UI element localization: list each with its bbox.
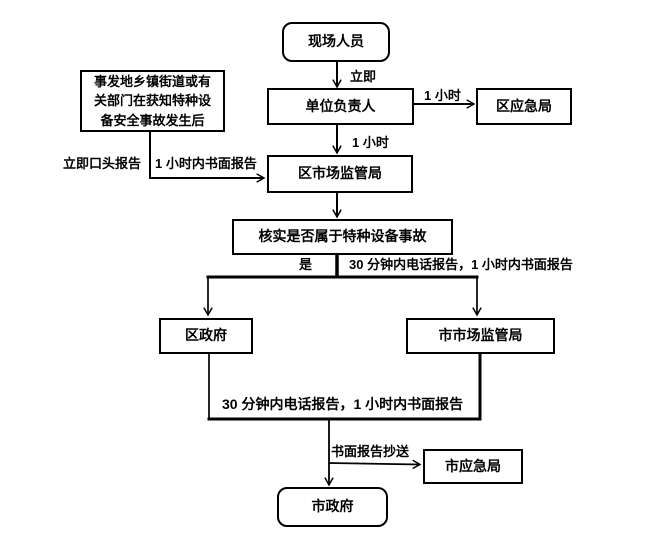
label-phone-30min-written-1h-lower: 30 分钟内电话报告，1 小时内书面报告 bbox=[222, 396, 464, 412]
node-district-emergency-bureau-label: 区应急局 bbox=[496, 97, 552, 114]
node-district-government-label: 区政府 bbox=[185, 327, 227, 344]
edge-copy-to-city-emergency bbox=[328, 459, 422, 470]
node-verify: 核实是否属于特种设备事故 bbox=[232, 219, 453, 255]
node-unit-head-label: 单位负责人 bbox=[305, 97, 376, 114]
node-city-market-bureau-label: 市市场监管局 bbox=[438, 327, 523, 344]
node-onsite-personnel-label: 现场人员 bbox=[308, 33, 364, 50]
node-local-note-label: 事发地乡镇街道或有关部门在获知特种设备安全事故发生后 bbox=[93, 73, 211, 128]
node-local-note: 事发地乡镇街道或有关部门在获知特种设备安全事故发生后 bbox=[80, 70, 225, 132]
node-onsite-personnel: 现场人员 bbox=[282, 22, 390, 62]
label-one-hour-to-district-market: 1 小时 bbox=[352, 135, 389, 150]
node-unit-head: 单位负责人 bbox=[267, 88, 414, 125]
label-one-hour-to-district-emergency: 1 小时 bbox=[424, 88, 461, 103]
node-city-market-bureau: 市市场监管局 bbox=[406, 318, 555, 354]
label-immediate-oral-report: 立即口头报告 bbox=[63, 156, 142, 171]
label-immediately: 立即 bbox=[350, 69, 377, 84]
node-district-emergency-bureau: 区应急局 bbox=[476, 88, 572, 125]
node-district-market-bureau: 区市场监管局 bbox=[267, 155, 413, 193]
node-district-government: 区政府 bbox=[159, 318, 253, 354]
node-city-emergency-bureau: 市应急局 bbox=[423, 449, 523, 484]
label-written-report-within-1h: 1 小时内书面报告 bbox=[155, 156, 257, 171]
edge-local-note-to-district-market bbox=[149, 132, 266, 183]
label-written-report-copy: 书面报告抄送 bbox=[331, 444, 410, 459]
node-city-emergency-bureau-label: 市应急局 bbox=[445, 457, 501, 474]
node-city-government: 市政府 bbox=[277, 487, 388, 527]
node-verify-label: 核实是否属于特种设备事故 bbox=[258, 228, 427, 245]
node-district-market-bureau-label: 区市场监管局 bbox=[298, 165, 382, 182]
label-phone-30min-written-1h-upper: 30 分钟内电话报告，1 小时内书面报告 bbox=[349, 257, 573, 272]
label-yes: 是 bbox=[299, 257, 313, 272]
node-city-government-label: 市政府 bbox=[311, 498, 354, 515]
